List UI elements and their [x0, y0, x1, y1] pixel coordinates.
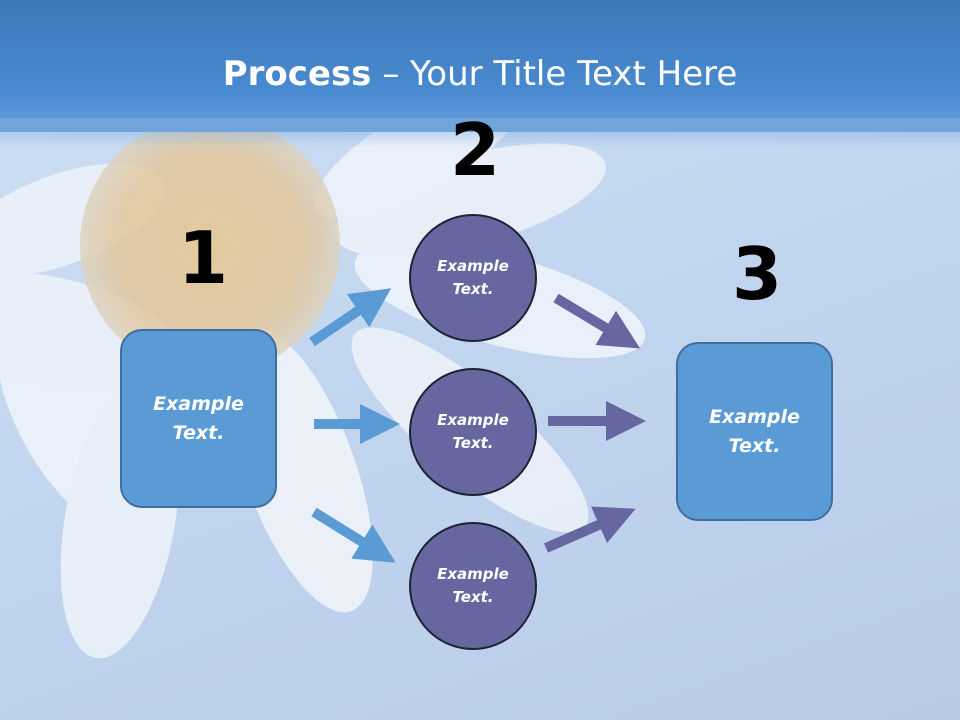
step-number-3: 3	[732, 232, 783, 316]
title-rest: – Your Title Text Here	[371, 54, 738, 94]
arrow-left-up	[309, 288, 392, 347]
output-box: Example Text.	[676, 342, 833, 521]
arrow-right-up	[543, 506, 636, 553]
process-circle-top-text: Example Text.	[437, 257, 509, 298]
process-circle-middle-text: Example Text.	[437, 411, 509, 452]
output-box-text: Example Text.	[709, 405, 800, 457]
process-circle-top: Example Text.	[409, 214, 537, 342]
title-bold: Process	[222, 54, 372, 94]
process-circle-bottom: Example Text.	[409, 522, 537, 650]
slide-title: Process – Your Title Text Here	[0, 52, 960, 96]
step-number-1: 1	[178, 216, 229, 300]
header-fade	[0, 118, 960, 148]
arrow-right-down	[553, 293, 641, 349]
step-number-2: 2	[450, 108, 501, 192]
process-circle-middle: Example Text.	[409, 368, 537, 496]
input-box: Example Text.	[120, 329, 277, 508]
process-circle-bottom-text: Example Text.	[437, 565, 509, 606]
input-box-text: Example Text.	[153, 392, 244, 444]
header-band	[0, 0, 960, 132]
arrow-left-down	[311, 507, 396, 563]
